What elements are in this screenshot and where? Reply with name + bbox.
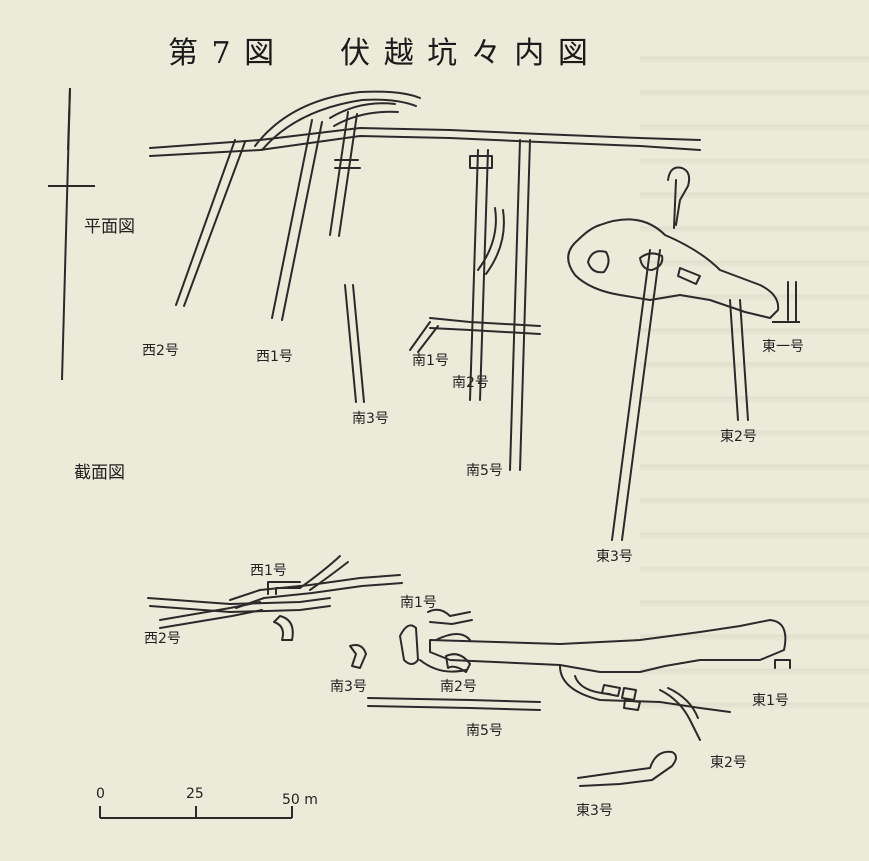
section-view-drawing [147,555,791,787]
plan-label-south1: 南1号 [412,353,449,369]
plan-label-south5: 南5号 [466,463,503,479]
plan-label-east2: 東2号 [720,429,757,445]
section-label-west2: 西2号 [144,631,181,647]
plan-view-drawing [149,90,800,541]
plan-view-label: 平面図 [84,217,135,237]
bleed-through-text [640,30,869,730]
plan-label-west2: 西2号 [142,343,179,359]
scale-bar [99,806,293,819]
plan-label-east1: 東一号 [762,339,804,355]
figure-title: 第 7 図 伏 越 坑 々 内 図 [168,36,590,71]
section-view-label: 截面図 [74,463,125,483]
north-axis [48,87,95,381]
plan-label-south3: 南3号 [352,411,389,427]
plan-label-east3: 東3号 [596,549,633,565]
section-label-east1: 東1号 [752,693,789,709]
plan-label-west1: 西1号 [256,349,293,365]
section-label-east2: 東2号 [710,755,747,771]
section-label-south2: 南2号 [440,679,477,695]
section-label-south1: 南1号 [400,595,437,611]
section-label-east3: 東3号 [576,803,613,819]
section-label-west1: 西1号 [250,563,287,579]
scale-label-zero: 0 [96,786,105,802]
plan-label-south2: 南2号 [452,375,489,391]
section-label-south3: 南3号 [330,679,367,695]
scale-label-end: 50 m [282,792,318,808]
scale-label-mid: 25 [186,786,204,802]
section-label-south5: 南5号 [466,723,503,739]
